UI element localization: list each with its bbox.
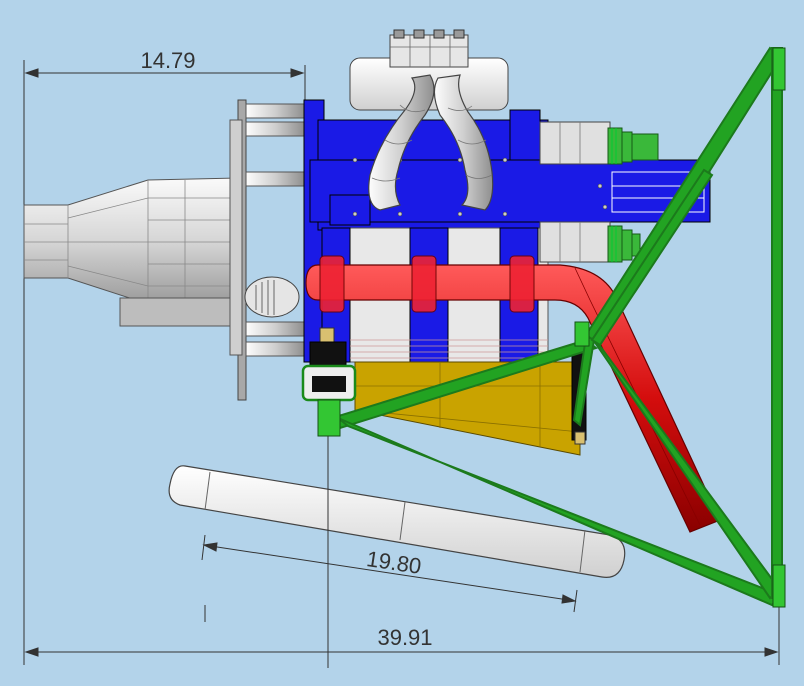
dimension-bottom-value: 39.91 (377, 625, 432, 650)
dimension-bottom (24, 600, 780, 665)
frame-nodes (317, 47, 786, 608)
fuel-tank[interactable] (168, 465, 626, 578)
oil-pan[interactable] (354, 361, 581, 456)
dimension-top-value: 14.79 (140, 48, 195, 73)
dimension-middle-value: 19.80 (365, 546, 423, 579)
pulleys[interactable] (607, 127, 659, 263)
intake-pipe[interactable] (305, 255, 721, 533)
starter-motor[interactable] (244, 276, 300, 318)
exhaust-headers[interactable] (368, 74, 494, 211)
exhaust-cone[interactable] (23, 177, 239, 327)
dimension-top (23, 60, 306, 665)
engine-mount-left[interactable] (301, 327, 357, 402)
dimension-middle (201, 534, 578, 622)
bellhousing-plate[interactable] (229, 99, 305, 401)
timing-cover[interactable] (539, 121, 611, 263)
